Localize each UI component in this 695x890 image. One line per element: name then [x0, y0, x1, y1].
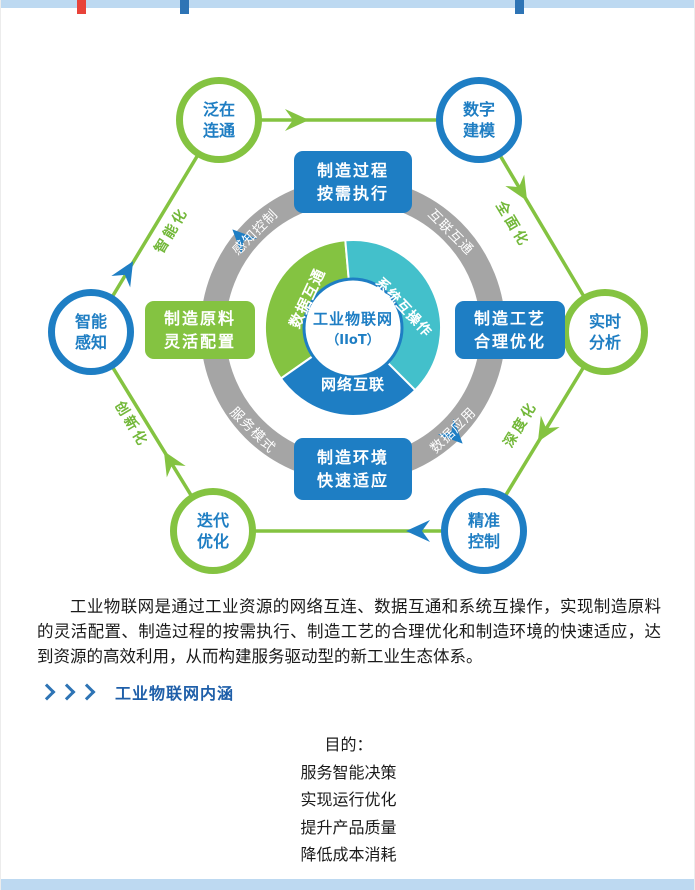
node-label: 连通 [202, 121, 235, 140]
arrow-topleft-edge-icon [111, 255, 143, 288]
node-digital-modeling: 数字 建模 [436, 77, 522, 163]
box-material-allocation: 制造原料 灵活配置 [145, 301, 255, 359]
box-label: 制造过程 [316, 161, 389, 180]
purpose-item: 降低成本消耗 [300, 845, 397, 864]
node-precise-control: 精准 控制 [441, 488, 527, 574]
box-label: 合理优化 [473, 332, 546, 351]
box-label: 制造环境 [316, 448, 389, 467]
bottom-accent-bar [1, 879, 694, 890]
purpose-item: 服务智能决策 [300, 762, 397, 782]
node-label: 泛在 [202, 100, 235, 119]
chevron-right-icon [78, 683, 96, 701]
box-craft-optimization: 制造工艺 合理优化 [455, 301, 565, 359]
box-label: 按需执行 [316, 184, 389, 203]
center-title: 工业物联网 （IIoT） [298, 308, 408, 348]
node-label: 分析 [588, 333, 621, 352]
box-label: 快速适应 [316, 471, 389, 490]
center-circle [302, 277, 404, 379]
arrow-bottomleft-edge-icon [154, 445, 186, 478]
node-label: 迭代 [196, 511, 229, 530]
node-realtime-analysis: 实时 分析 [562, 289, 648, 375]
node-label: 精准 [467, 511, 500, 530]
purpose-item: 提升产品质量 [300, 817, 397, 837]
ruler-marker-red [77, 0, 86, 14]
iiot-diagram: 泛在 连通 数字 建模 实时 分析 精准 控制 迭代 优化 智能 感知 智能化 … [1, 0, 694, 600]
center-title-line2: （IIoT） [326, 333, 380, 348]
section-title: 工业物联网内涵 [115, 684, 235, 703]
node-label: 优化 [196, 532, 229, 551]
node-label: 数字 [462, 100, 495, 119]
segment-label-network-interconnect: 网络互联 [320, 375, 386, 394]
node-intelligent-sensing: 智能 感知 [48, 289, 134, 375]
chevron-right-icon [58, 683, 76, 701]
node-iterative-optimization: 迭代 优化 [170, 488, 256, 574]
intro-paragraph: 工业物联网是通过工业资源的网络互连、数据互通和系统互操作，实现制造原料的灵活配置… [37, 597, 661, 666]
section-header: 工业物联网内涵 [38, 680, 235, 704]
box-label: 制造原料 [163, 309, 236, 328]
purpose-block: 目的： 服务智能决策 实现运行优化 提升产品质量 降低成本消耗 [1, 731, 694, 869]
box-label: 制造工艺 [473, 309, 546, 328]
chevron-right-icon [38, 683, 56, 701]
ruler-marker-blue-left [180, 0, 189, 14]
box-label: 灵活配置 [163, 332, 236, 351]
node-label: 控制 [467, 532, 500, 551]
ruler-marker-blue-right [515, 0, 524, 14]
node-label: 建模 [462, 121, 495, 140]
top-accent-bar [1, 0, 694, 8]
node-label: 智能 [74, 312, 107, 331]
node-label: 实时 [588, 312, 621, 331]
node-ubiquitous-connectivity: 泛在 连通 [176, 77, 262, 163]
node-label: 感知 [74, 333, 107, 352]
box-process-on-demand: 制造过程 按需执行 [294, 151, 412, 213]
purpose-item: 实现运行优化 [300, 790, 397, 809]
purpose-heading: 目的： [324, 735, 373, 754]
box-environment-adaptation: 制造环境 快速适应 [294, 438, 412, 500]
center-title-line1: 工业物联网 [312, 310, 393, 328]
